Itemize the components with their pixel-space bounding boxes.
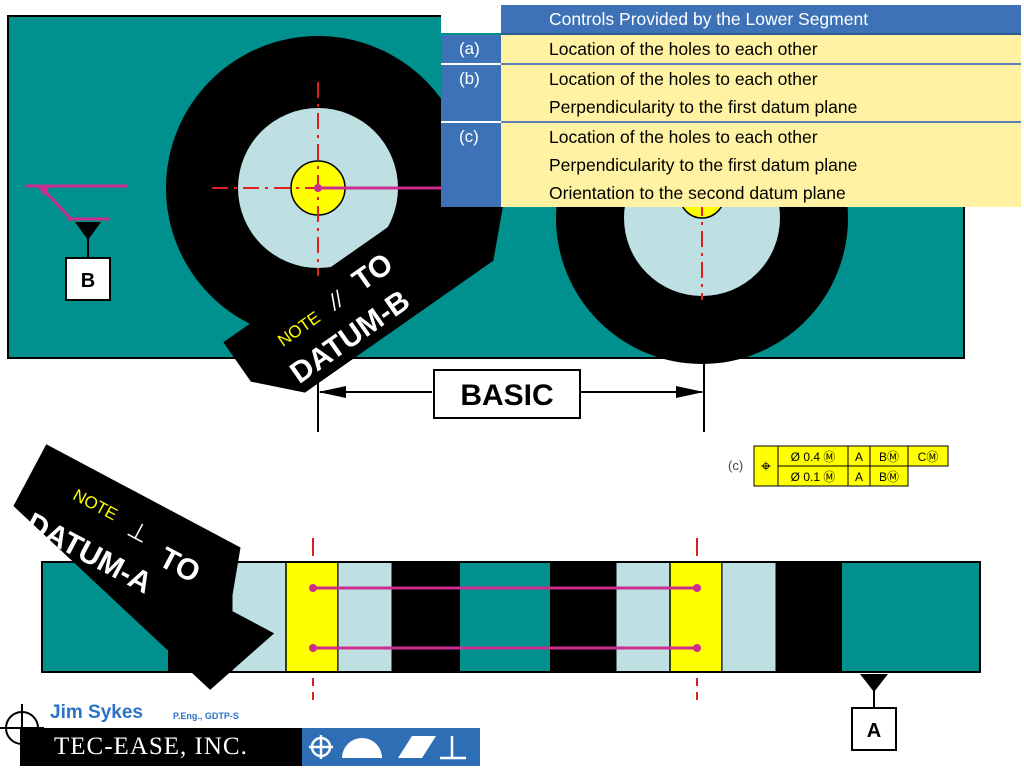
side-right-bore-right (721, 561, 777, 673)
feature-control-frame: ⌖ Ø 0.4 Ⓜ A BⓂ CⓂ Ø 0.1 Ⓜ A BⓂ (753, 445, 949, 487)
svg-text:Ø 0.1 Ⓜ: Ø 0.1 Ⓜ (791, 470, 836, 484)
datum-a-triangle (860, 674, 888, 692)
datum-b-arrowhead (38, 186, 50, 196)
side-right-outer-zone (776, 562, 842, 672)
brand-credentials: P.Eng., GDTP-S (173, 711, 239, 721)
brand-name: Jim Sykes (50, 702, 143, 723)
svg-text:A: A (855, 470, 863, 484)
side-right-axis-zone (669, 561, 723, 673)
datum-a-label: A (867, 720, 881, 742)
profile-icon (342, 738, 382, 758)
basic-arrow-left (318, 386, 346, 398)
controls-row-a-label: (a) (441, 35, 501, 65)
controls-row-b-label: (b) (441, 65, 501, 123)
side-axis-point (693, 584, 701, 592)
brand-company: TEC-EASE, INC. (54, 733, 248, 760)
note-perpendicular-arrow (13, 444, 275, 690)
basic-dimension-label: BASIC (460, 379, 553, 412)
controls-table-header-text: Controls Provided by the Lower Segment (549, 9, 869, 29)
svg-text:A: A (855, 450, 863, 464)
controls-table-header: Controls Provided by the Lower Segment (501, 5, 1021, 35)
side-left-bore-right (337, 561, 393, 673)
controls-row-a: Location of the holes to each other (501, 35, 1021, 65)
side-left-axis-zone (285, 561, 339, 673)
left-hole-axis-point (314, 184, 322, 192)
svg-text:CⓂ: CⓂ (918, 450, 939, 464)
controls-row-b: Location of the holes to each other Perp… (501, 65, 1021, 123)
datum-b-box (65, 257, 111, 301)
brand-graphic (0, 704, 480, 766)
perpendicularity-icon (440, 736, 466, 760)
side-axis-point (309, 584, 317, 592)
side-axis-point (693, 644, 701, 652)
basic-dimension-box (433, 369, 581, 419)
controls-row-c-label: (c) (441, 123, 501, 207)
svg-text:BⓂ: BⓂ (879, 450, 899, 464)
datum-b-leader (42, 188, 72, 220)
position-icon (309, 735, 333, 759)
controls-row-c: Location of the holes to each other Perp… (501, 123, 1021, 207)
side-view-outline (41, 561, 981, 673)
side-axis-point (309, 644, 317, 652)
datum-b-triangle (75, 222, 101, 240)
position-symbol-icon: ⌖ (761, 456, 771, 476)
datum-a-box (851, 707, 897, 751)
fcf-label: (c) (728, 458, 743, 473)
controls-table-corner (441, 5, 501, 33)
svg-text:Ø 0.4 Ⓜ: Ø 0.4 Ⓜ (791, 450, 836, 464)
basic-arrow-right (676, 386, 704, 398)
flatness-icon (398, 736, 436, 758)
svg-text:BⓂ: BⓂ (879, 470, 899, 484)
note-parallel-arrow (223, 162, 509, 393)
side-right-inner-zone (550, 562, 616, 672)
controls-table: Controls Provided by the Lower Segment (… (441, 5, 1021, 207)
datum-b-label: B (81, 270, 95, 292)
brand-footer: Jim Sykes P.Eng., GDTP-S TEC-EASE, INC. (0, 700, 480, 768)
side-left-inner-zone (392, 562, 460, 672)
side-right-bore-left (615, 561, 671, 673)
